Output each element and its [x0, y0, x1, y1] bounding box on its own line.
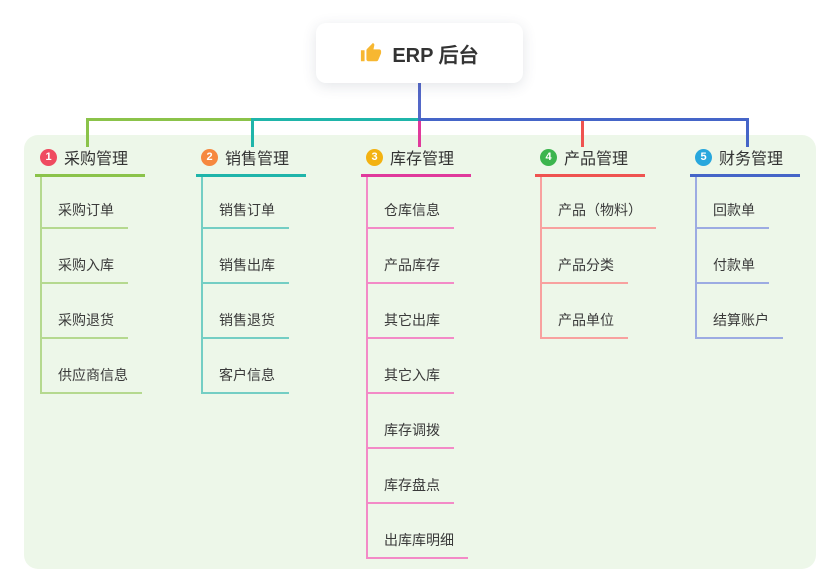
branch-item-label: 付款单	[713, 257, 755, 273]
root-node-label: ERP 后台	[392, 44, 479, 67]
branch-items: 仓库信息产品库存其它出库其它入库库存调拨库存盘点出库库明细	[366, 177, 468, 559]
connector-drop-branch1	[86, 121, 89, 147]
branch-item-label: 销售退货	[219, 312, 275, 328]
branch-item[interactable]: 采购入库	[40, 229, 128, 284]
branch-item-label: 产品（物料）	[558, 202, 642, 218]
branch-title: 产品管理	[564, 151, 629, 168]
branch-item-label: 回款单	[713, 202, 755, 218]
branch-header[interactable]: 2 销售管理	[196, 146, 306, 177]
connector-drop-branch3	[418, 121, 421, 147]
branch-title: 财务管理	[719, 151, 784, 168]
branch-item[interactable]: 产品（物料）	[540, 177, 656, 229]
branch-items: 产品（物料） 产品分类产品单位	[540, 177, 656, 339]
connector-drop-branch4	[581, 121, 584, 147]
branch-item-label: 采购订单	[58, 202, 114, 218]
branch-item-label: 产品单位	[558, 312, 614, 328]
branch-items: 销售订单销售出库销售退货客户信息	[201, 177, 289, 394]
branch-item[interactable]: 其它入库	[366, 339, 454, 394]
branch-item-label: 结算账户	[713, 312, 769, 328]
branch-items: 回款单付款单结算账户	[695, 177, 783, 339]
branch-item-label: 采购退货	[58, 312, 114, 328]
branch-3: 3 库存管理仓库信息产品库存其它出库其它入库库存调拨库存盘点出库库明细	[361, 146, 471, 559]
connector-drop-branch5	[746, 121, 749, 147]
root-node[interactable]: ERP 后台	[316, 23, 523, 83]
branch-item[interactable]: 库存盘点	[366, 449, 454, 504]
branch-title: 库存管理	[390, 151, 455, 168]
branch-item[interactable]: 采购退货	[40, 284, 128, 339]
branch-header[interactable]: 1 采购管理	[35, 146, 145, 177]
branch-number-badge: 5	[695, 148, 712, 166]
branch-item[interactable]: 其它出库	[366, 284, 454, 339]
branch-item-label: 供应商信息	[58, 367, 128, 383]
branch-item[interactable]: 付款单	[695, 229, 769, 284]
branch-header[interactable]: 3 库存管理	[361, 146, 471, 177]
branch-number-badge: 1	[40, 148, 57, 166]
branch-item-label: 销售出库	[219, 257, 275, 273]
branch-items: 采购订单采购入库采购退货供应商信息	[40, 177, 142, 394]
branch-item[interactable]: 出库库明细	[366, 504, 468, 559]
branch-item[interactable]: 结算账户	[695, 284, 783, 339]
branch-item[interactable]: 回款单	[695, 177, 769, 229]
branch-number-badge: 4	[540, 148, 557, 166]
branch-item-label: 库存盘点	[384, 477, 440, 493]
branch-title: 采购管理	[64, 151, 129, 168]
branch-item-label: 出库库明细	[384, 532, 454, 548]
branch-item[interactable]: 采购订单	[40, 177, 128, 229]
mindmap-panel	[24, 135, 816, 569]
branch-4: 4 产品管理产品（物料） 产品分类产品单位	[535, 146, 656, 339]
branch-item[interactable]: 客户信息	[201, 339, 289, 394]
connector-root-vertical	[418, 83, 421, 119]
branch-item-label: 其它出库	[384, 312, 440, 328]
branch-item-label: 采购入库	[58, 257, 114, 273]
branch-item[interactable]: 产品单位	[540, 284, 628, 339]
branch-2: 2 销售管理销售订单销售出库销售退货客户信息	[196, 146, 306, 394]
connector-horizontal-branch5	[418, 118, 749, 121]
branch-item[interactable]: 产品库存	[366, 229, 454, 284]
branch-item-label: 仓库信息	[384, 202, 440, 218]
branch-item-label: 产品库存	[384, 257, 440, 273]
branch-item-label: 库存调拨	[384, 422, 440, 438]
branch-item[interactable]: 库存调拨	[366, 394, 454, 449]
branch-number-badge: 3	[366, 148, 383, 166]
thumbs-up-icon	[360, 42, 382, 64]
branch-item-label: 产品分类	[558, 257, 614, 273]
connector-horizontal-branch2	[251, 118, 420, 121]
branch-header[interactable]: 4 产品管理	[535, 146, 645, 177]
branch-item[interactable]: 销售出库	[201, 229, 289, 284]
branch-item-label: 其它入库	[384, 367, 440, 383]
branch-5: 5 财务管理回款单付款单结算账户	[690, 146, 800, 339]
branch-item[interactable]: 销售订单	[201, 177, 289, 229]
branch-item[interactable]: 销售退货	[201, 284, 289, 339]
branch-1: 1 采购管理采购订单采购入库采购退货供应商信息	[35, 146, 145, 394]
branch-item[interactable]: 仓库信息	[366, 177, 454, 229]
branch-item-label: 销售订单	[219, 202, 275, 218]
branch-header[interactable]: 5 财务管理	[690, 146, 800, 177]
branch-number-badge: 2	[201, 148, 218, 166]
branch-title: 销售管理	[225, 151, 290, 168]
branch-item[interactable]: 供应商信息	[40, 339, 142, 394]
branch-item-label: 客户信息	[219, 367, 275, 383]
connector-drop-branch2	[251, 121, 254, 147]
branch-item[interactable]: 产品分类	[540, 229, 628, 284]
